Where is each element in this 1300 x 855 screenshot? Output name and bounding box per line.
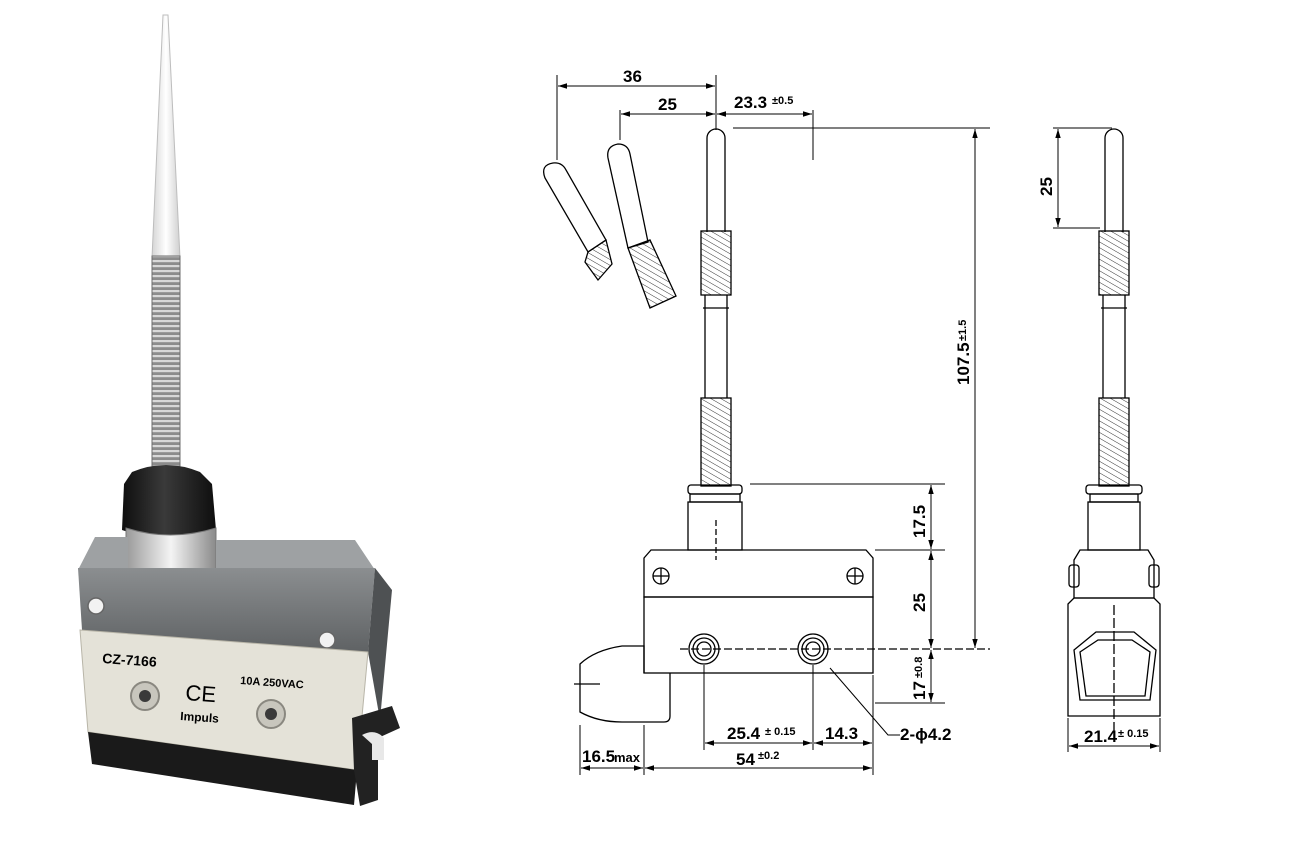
dim-17-tol: ±0.8 [913,657,925,678]
dim-16-5: 16.5 [582,747,615,766]
dim-54-tol: ±0.2 [758,750,779,762]
tilted-rod-36 [542,162,607,253]
side-view-drawing [1067,128,1161,732]
side-bracket-outline [579,645,671,723]
dim-23-3-tol: ±0.5 [772,95,793,107]
dim-23-3: 23.3 [734,93,767,112]
rating-label: 10A 250VAC [240,675,304,691]
dim-21-4: 21.4 [1084,727,1118,746]
side-rod-spring-lower [1098,397,1130,487]
side-rod-spring-upper [1098,230,1130,296]
dim-54: 54 [736,750,755,769]
model-label: CZ-7166 [102,650,158,670]
housing-rivet [87,597,105,615]
ce-mark: CE [185,680,217,707]
dim-36: 36 [623,67,642,86]
dim-2-phi-4-2: 2-ϕ4.2 [900,725,952,744]
plunger [687,501,743,551]
spring-rod [151,255,181,467]
brand-label: Impuls [180,709,220,726]
white-tip [151,14,181,259]
product-photo: CZ-7166 10A 250VAC CE Impuls [78,14,400,806]
dim-25-top: 25 [658,95,677,114]
switch-housing [643,549,874,598]
gray-housing [78,568,375,652]
dim-25-4-tol: ± 0.15 [765,726,796,738]
dim-14-3: 14.3 [825,724,858,743]
dim-17: 17 [910,681,929,700]
dim-107-5-tol: ±1.5 [957,320,969,341]
rod-spring-upper [700,230,732,296]
tilted-rod-25 [607,143,649,249]
dim-21-4-tol: ± 0.15 [1118,728,1149,740]
dim-107-5: 107.5 [954,342,973,385]
housing-top [78,537,375,572]
front-view-drawing [542,128,990,723]
side-body [1067,597,1161,717]
side-housing [1073,549,1155,599]
rod-tip [706,128,726,232]
dim-16-5-suffix: max [614,750,641,765]
dimension-labels: 36 25 23.3 ±0.5 107.5 ±1.5 17.5 25 17 ±0… [582,67,1149,769]
dim-25-body: 25 [910,593,929,612]
rod-spring-lower [700,397,732,487]
housing-rivet [318,631,336,649]
switch-body [643,596,874,674]
side-rod-tip [1104,128,1124,232]
black-base [88,732,357,805]
dim-25-side: 25 [1037,177,1056,196]
dimension-lines [556,75,1161,775]
dim-25-4: 25.4 [727,724,761,743]
black-cap [122,465,216,538]
dim-17-5: 17.5 [910,505,929,538]
